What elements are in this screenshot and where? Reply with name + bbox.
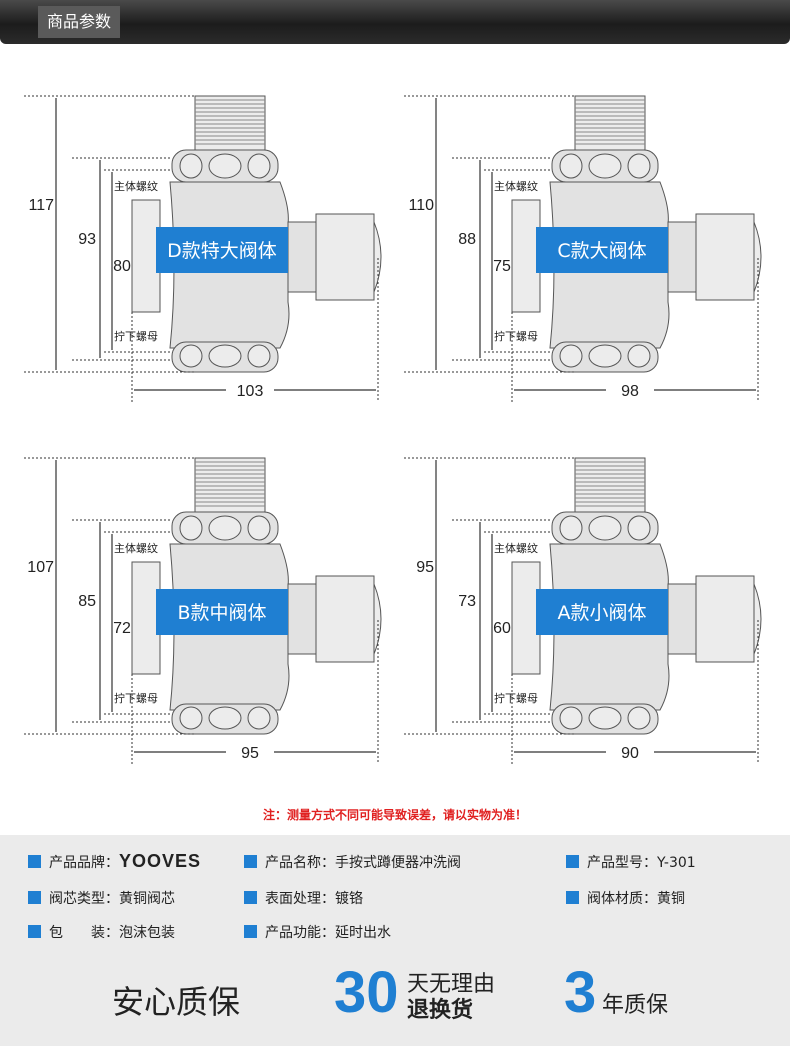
top-nut-icon: [171, 511, 279, 545]
push-handle-icon: [287, 575, 382, 663]
bullet-square-icon: [28, 891, 41, 904]
width-value: 95: [241, 745, 259, 762]
valve-diagram-b: B款中阀体 107 85 72 主体螺纹拧下螺母 95: [20, 452, 390, 776]
thread-icon: [574, 95, 646, 151]
variant-label-box: [156, 227, 288, 273]
push-handle-icon: [667, 575, 762, 663]
spec-brand-value: YOOVES: [119, 851, 202, 871]
side-flange: [511, 199, 541, 313]
width-value: 103: [237, 383, 264, 400]
side-flange: [511, 561, 541, 675]
height-value-body: 72: [113, 620, 131, 637]
bullet-square-icon: [28, 925, 41, 938]
valve-diagram-c: C款大阀体 110 88 75 主体螺纹拧下螺母 98: [400, 90, 770, 414]
bullet-square-icon: [566, 855, 579, 868]
spec-package-text: 包 装：泡沫包装: [49, 925, 175, 941]
variant-label-box: [536, 227, 668, 273]
top-nut-icon: [551, 511, 659, 545]
spec-model: 产品型号：Y-301: [566, 853, 696, 873]
measurement-note: 注：测量方式不同可能导致误差，请以实物为准！: [262, 808, 527, 822]
side-flange: [131, 561, 161, 675]
bottom-nut-icon: [171, 341, 279, 373]
variant-label: D款特大阀体: [167, 240, 277, 262]
height-value-nut: 73: [458, 593, 476, 610]
spec-core-text: 阀芯类型：黄铜阀芯: [49, 891, 175, 907]
thread-icon: [194, 457, 266, 513]
bullet-square-icon: [28, 855, 41, 868]
spec-brand-label: 产品品牌：: [49, 855, 119, 871]
bullet-square-icon: [244, 925, 257, 938]
width-label-bg: [226, 380, 274, 400]
spec-package: 包 装：泡沫包装: [28, 923, 175, 943]
height-value-nut: 88: [458, 231, 476, 248]
width-value: 98: [621, 383, 639, 400]
guarantee-left: 安心质保: [112, 983, 241, 1021]
top-nut-icon: [171, 149, 279, 183]
valve-diagram-d: D款特大阀体 117 93 80 主体螺纹拧下螺母 103: [20, 90, 390, 414]
width-label-bg: [226, 742, 274, 762]
thread-label: 主体螺纹: [494, 179, 538, 193]
thread-label: 主体螺纹: [114, 541, 158, 555]
spec-function-text: 产品功能：延时出水: [265, 925, 391, 941]
height-value-overall: 117: [28, 197, 54, 214]
bottom-nut-icon: [171, 703, 279, 735]
spec-brand: 产品品牌：YOOVES: [28, 851, 201, 871]
header-bar: 商品参数: [0, 0, 790, 44]
variant-label-box: [536, 589, 668, 635]
top-nut-icon: [551, 149, 659, 183]
spec-model-text: 产品型号：Y-301: [587, 855, 696, 871]
width-label-bg: [606, 380, 654, 400]
header-tab: 商品参数: [38, 6, 120, 38]
height-value-body: 60: [493, 620, 511, 637]
guarantee-suffix: 年质保: [602, 993, 669, 1018]
height-value-overall: 107: [27, 559, 54, 576]
valve-diagram-a: A款小阀体 95 73 60 主体螺纹拧下螺母 90: [400, 452, 770, 776]
bullet-square-icon: [244, 891, 257, 904]
spec-name-text: 产品名称：手按式蹲便器冲洗阀: [265, 855, 461, 871]
spec-material-text: 阀体材质：黄铜: [587, 891, 685, 907]
spec-surface-text: 表面处理：镀铬: [265, 891, 363, 907]
guarantee-num2: 3: [564, 960, 597, 1025]
width-value: 90: [621, 745, 639, 762]
spec-function: 产品功能：延时出水: [244, 923, 391, 943]
guarantee-line1: 天无理由: [407, 972, 496, 997]
variant-label: B款中阀体: [177, 602, 266, 624]
nut-label: 拧下螺母: [494, 691, 538, 705]
bottom-nut-icon: [551, 703, 659, 735]
height-value-body: 75: [493, 258, 511, 275]
guarantee-line2: 退换货: [407, 998, 474, 1023]
nut-label: 拧下螺母: [494, 329, 538, 343]
thread-label: 主体螺纹: [494, 541, 538, 555]
width-label-bg: [606, 742, 654, 762]
nut-label: 拧下螺母: [114, 329, 158, 343]
variant-label-box: [156, 589, 288, 635]
bullet-square-icon: [566, 891, 579, 904]
spec-name: 产品名称：手按式蹲便器冲洗阀: [244, 853, 461, 873]
variant-label: C款大阀体: [557, 240, 646, 262]
spec-surface: 表面处理：镀铬: [244, 889, 363, 909]
thread-label: 主体螺纹: [114, 179, 158, 193]
height-value-nut: 93: [78, 231, 96, 248]
thread-icon: [194, 95, 266, 151]
thread-icon: [574, 457, 646, 513]
side-flange: [131, 199, 161, 313]
push-handle-icon: [667, 213, 762, 301]
spec-core: 阀芯类型：黄铜阀芯: [28, 889, 175, 909]
bullet-square-icon: [244, 855, 257, 868]
nut-label: 拧下螺母: [114, 691, 158, 705]
spec-material: 阀体材质：黄铜: [566, 889, 685, 909]
height-value-overall: 95: [416, 559, 434, 576]
variant-label: A款小阀体: [558, 602, 647, 624]
bottom-nut-icon: [551, 341, 659, 373]
height-value-nut: 85: [78, 593, 96, 610]
guarantee-num1: 30: [334, 960, 399, 1025]
height-value-overall: 110: [408, 197, 434, 214]
push-handle-icon: [287, 213, 382, 301]
spec-panel: 产品品牌：YOOVES 产品名称：手按式蹲便器冲洗阀 产品型号：Y-301 阀芯…: [0, 835, 790, 1046]
height-value-body: 80: [113, 258, 131, 275]
